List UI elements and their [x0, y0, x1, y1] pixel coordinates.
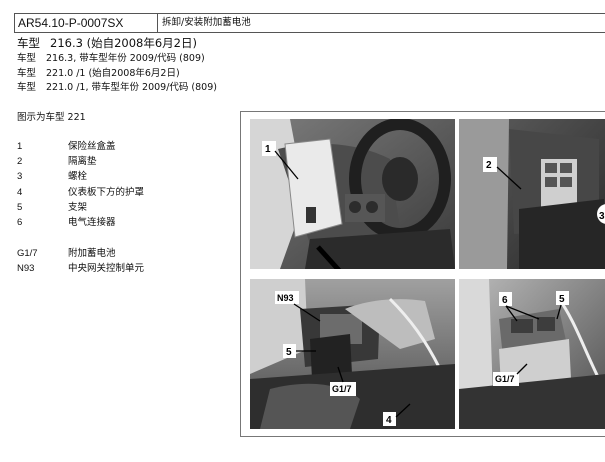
legend-key: 3 [17, 171, 23, 183]
legend-value: 电气连接器 [68, 217, 116, 229]
legend-item: 6 电气连接器 [17, 215, 144, 230]
legend-value: 仪表板下方的护罩 [68, 186, 145, 198]
photo-battery-gateway: N93 5 G1/7 4 [250, 279, 455, 429]
callout-label: 6 [502, 295, 508, 306]
callout-box [283, 344, 296, 358]
callout-box [330, 382, 356, 396]
callout-label: N93 [277, 293, 294, 303]
procedure-figure: 1 2 3 [240, 111, 605, 437]
model-line-text: 216.3, 带车型年份 2009/代码 (809) [46, 53, 205, 64]
callout-label: 3 [599, 211, 605, 222]
legend-item: 3 螺栓 [17, 169, 144, 184]
callout-box [275, 291, 299, 304]
legend-item: G1/7 附加蓄电池 [17, 246, 144, 261]
legend-value: 附加蓄电池 [68, 248, 116, 260]
legend-key: 4 [17, 186, 23, 198]
document-title: 拆卸/安装附加蓄电池 [162, 17, 251, 28]
callout-box [556, 291, 569, 305]
photo-fuse-box-cover: 1 [250, 119, 455, 269]
callout-label: 5 [559, 294, 565, 305]
model-line-text: 221.0 /1 (始自2008年6月2日) [46, 67, 180, 79]
legend-item: 5 支架 [17, 200, 144, 215]
model-line-label: 车型 [17, 36, 40, 50]
document-id: AR54.10-P-0007SX [15, 14, 158, 32]
callout-label: G1/7 [495, 374, 515, 384]
legend-key: 6 [17, 217, 23, 229]
callout-label: G1/7 [332, 384, 352, 394]
legend-value: 螺栓 [68, 171, 88, 183]
photo-insulation-mat: 2 3 [459, 119, 605, 269]
legend-item: 1 保险丝盒盖 [17, 139, 144, 154]
callout-box [483, 157, 497, 172]
legend-value: 中央网关控制单元 [68, 263, 145, 275]
model-line-label: 车型 [17, 82, 37, 93]
photo-connectors: 6 5 G1/7 [459, 279, 605, 429]
document-header: AR54.10-P-0007SX 拆卸/安装附加蓄电池 [14, 13, 605, 33]
figure-caption: 图示为车型 221 [17, 112, 86, 123]
legend-item: N93 中央网关控制单元 [17, 261, 144, 276]
legend-value: 保险丝盒盖 [68, 141, 116, 152]
figure-legend: 1 保险丝盒盖 2 隔离垫 3 螺栓 4 仪表板下方的护罩 5 支架 6 电气连… [17, 139, 144, 277]
model-line: 车型 216.3 (始自2008年6月2日) [17, 35, 217, 52]
legend-value: 支架 [68, 201, 88, 213]
legend-item: 4 仪表板下方的护罩 [17, 185, 144, 200]
callout-box [499, 292, 512, 306]
legend-item: 2 隔离垫 [17, 154, 144, 169]
legend-key: N93 [17, 263, 35, 275]
model-line: 车型 221.0 /1 (始自2008年6月2日) [17, 67, 217, 82]
model-applicability: 车型 216.3 (始自2008年6月2日) 车型 216.3, 带车型年份 200… [17, 35, 217, 96]
legend-key: 5 [17, 201, 23, 213]
model-line-label: 车型 [17, 67, 37, 79]
callout-box [383, 412, 396, 426]
model-line-text: 221.0 /1, 带车型年份 2009/代码 (809) [46, 82, 217, 93]
model-line-label: 车型 [17, 53, 37, 64]
model-line-text: 216.3 (始自2008年6月2日) [50, 36, 197, 50]
legend-key: G1/7 [17, 248, 38, 260]
model-line: 车型 221.0 /1, 带车型年份 2009/代码 (809) [17, 81, 217, 96]
legend-value: 隔离垫 [68, 156, 97, 168]
callout-label: 2 [486, 160, 492, 171]
legend-key: 2 [17, 156, 23, 168]
callout-label: 5 [286, 347, 292, 358]
callout-box [493, 372, 519, 386]
model-line: 车型 216.3, 带车型年份 2009/代码 (809) [17, 52, 217, 67]
callout-label: 1 [265, 144, 271, 155]
legend-key: 1 [17, 141, 23, 152]
callout-box [262, 141, 276, 156]
callout-label: 4 [386, 415, 392, 426]
